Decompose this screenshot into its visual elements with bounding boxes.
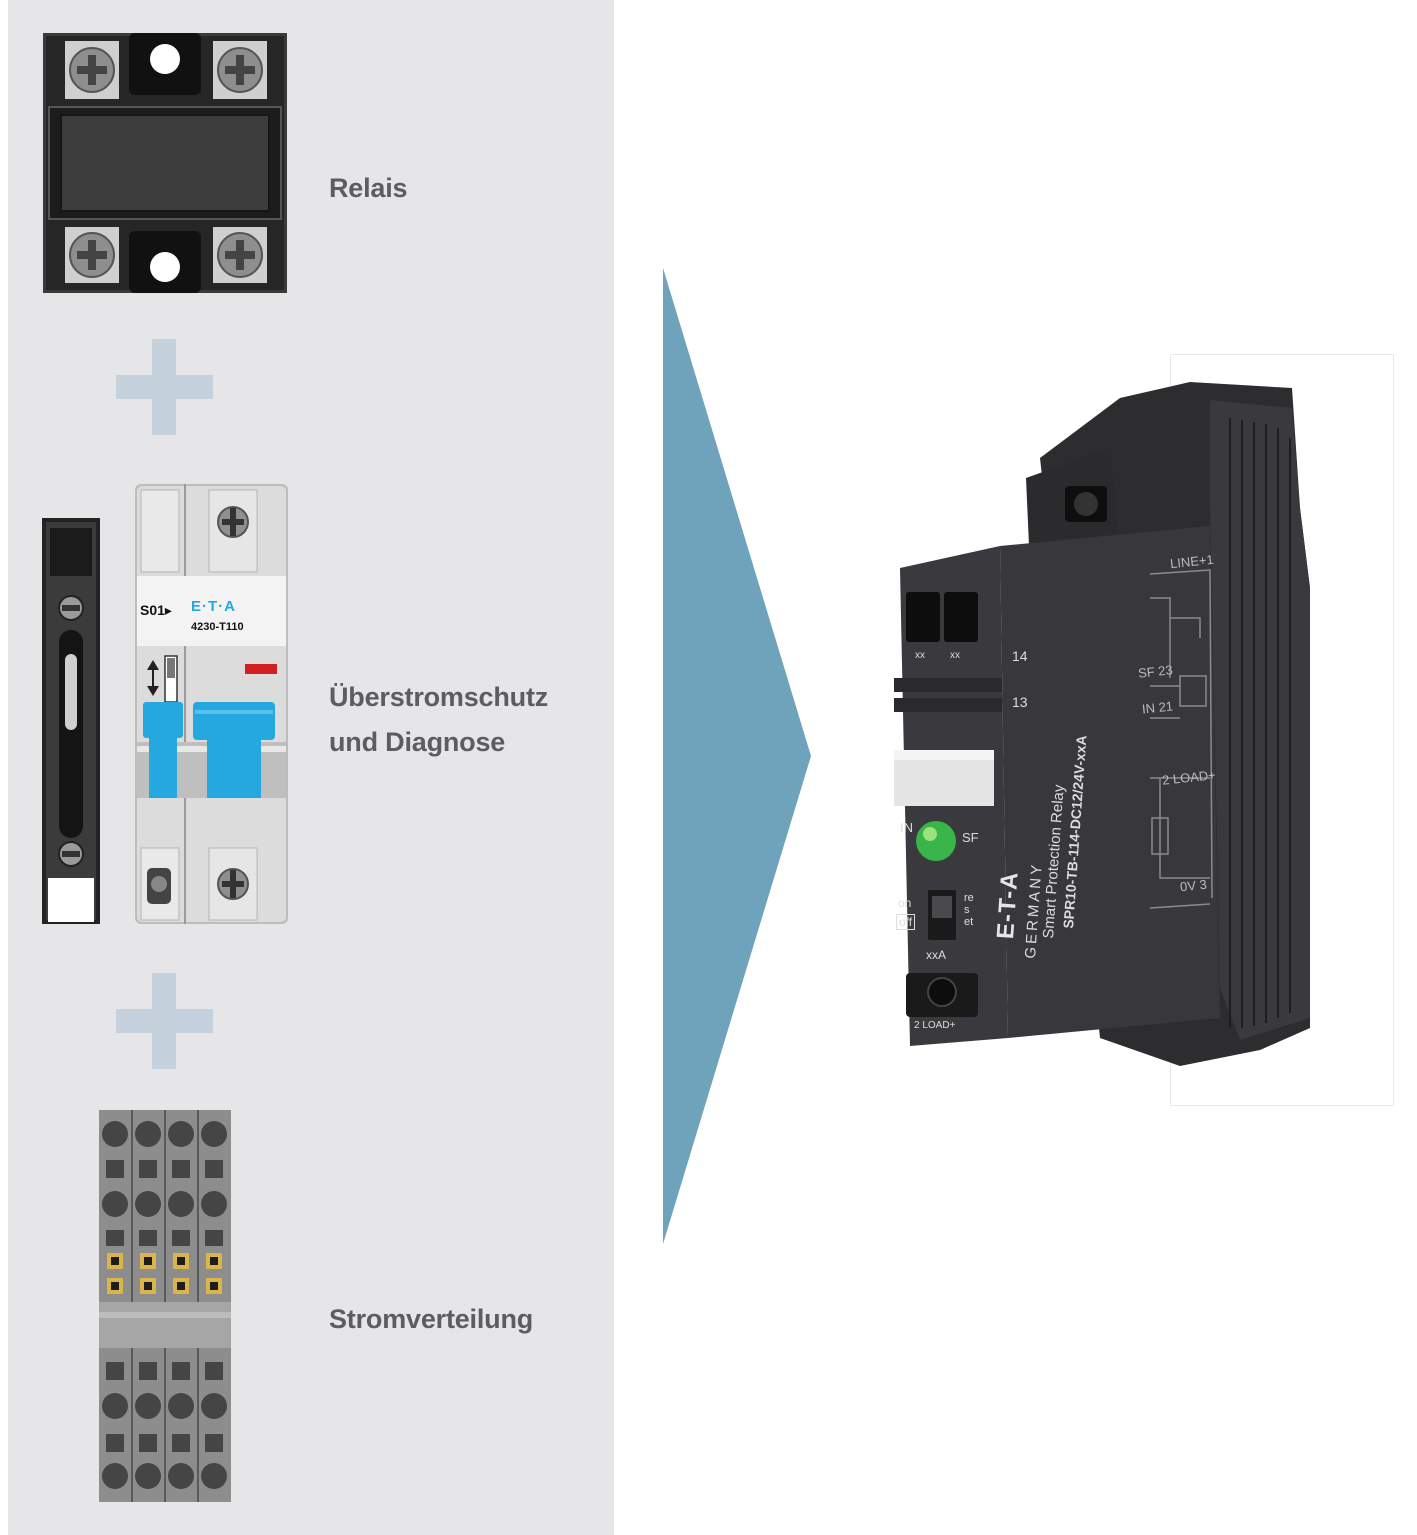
arrow-right-icon bbox=[663, 268, 811, 1244]
terminal-label: xx bbox=[950, 650, 960, 661]
plus-icon bbox=[116, 339, 213, 435]
terminal-label: 14 bbox=[1012, 648, 1028, 664]
led-label-in: IN bbox=[900, 820, 913, 835]
switch-label-on: on bbox=[898, 896, 912, 910]
din-rail-module-icon bbox=[42, 518, 100, 924]
distribution-label: Stromverteilung bbox=[329, 1304, 534, 1334]
terminal-label: xx bbox=[915, 650, 925, 661]
overcurrent-label-line1: Überstromschutz bbox=[329, 682, 549, 712]
overcurrent-label-line2: und Diagnose bbox=[329, 727, 506, 757]
breaker-model-label: 4230-T110 bbox=[191, 621, 244, 633]
bottom-terminal-label: 2 LOAD+ bbox=[914, 1020, 956, 1031]
breaker-slot-label: S01▸ bbox=[140, 602, 172, 618]
terminal-block-icon bbox=[99, 1110, 231, 1502]
rating-label: xxA bbox=[926, 948, 947, 962]
switch-label-off: off bbox=[896, 914, 916, 930]
terminal-label: 13 bbox=[1012, 694, 1028, 710]
circuit-breaker: S01▸ E·T·A 4230-T110 bbox=[135, 484, 288, 924]
breaker-brand-logo: E·T·A bbox=[191, 598, 236, 615]
relay-label: Relais bbox=[329, 173, 408, 203]
product-brand-logo: E-T-A bbox=[992, 870, 1024, 940]
relay-icon bbox=[43, 33, 287, 293]
plus-icon bbox=[116, 973, 213, 1069]
led-label-sf: SF bbox=[962, 830, 979, 845]
switch-label-reset: reset bbox=[964, 892, 974, 928]
circuit-breaker-icon bbox=[135, 484, 288, 924]
smart-protection-relay-icon bbox=[894, 382, 1310, 1066]
schematic-label: IN 21 bbox=[1141, 698, 1174, 717]
smart-protection-relay: xx xx 14 13 IN SF on off reset xxA 2 LOA… bbox=[880, 378, 1310, 1068]
schematic-label: 0V 3 bbox=[1179, 876, 1208, 895]
